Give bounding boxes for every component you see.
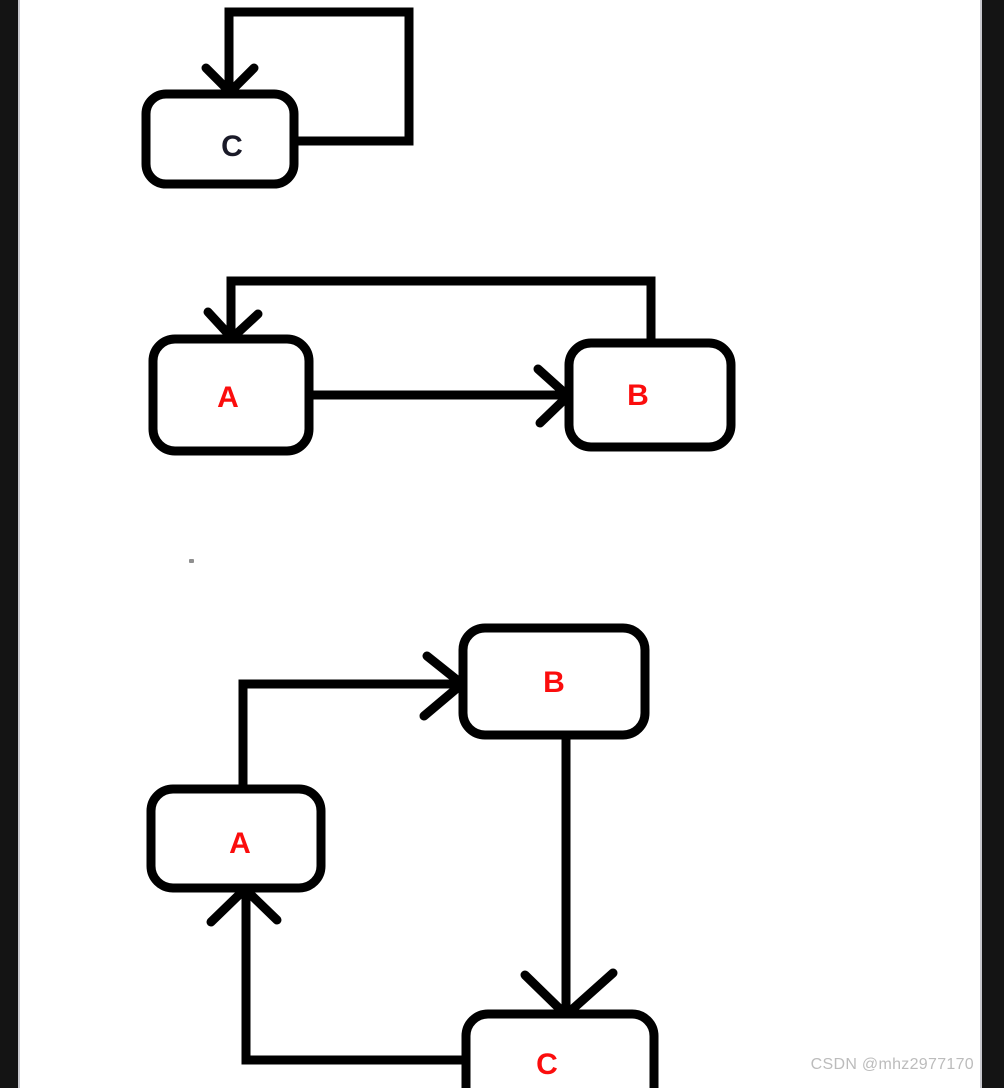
node-B-diagram-2[interactable] [564,338,736,452]
left-border-strip [0,0,18,1088]
stray-speck [189,559,194,563]
diagram-1-group: C [141,7,414,189]
node-C-diagram-3-label: C [536,1048,558,1081]
node-B-diagram-3-label: B [543,666,565,699]
node-A-diagram-3[interactable] [146,784,326,893]
right-border-strip [982,0,1004,1088]
edge-C-to-C-self-loop [224,7,414,146]
node-C-diagram-1-label: C [221,130,243,163]
node-C-diagram-3[interactable] [461,1009,659,1088]
diagram-3-group: B A C [146,623,659,1088]
node-B-diagram-3[interactable] [458,623,650,740]
left-border-hairline [18,0,20,1088]
node-C-diagram-1[interactable] [141,89,299,189]
right-border-hairline [980,0,982,1088]
node-A-diagram-2[interactable] [148,334,314,456]
edge-C-to-A-diagram-3 [241,887,471,1065]
edge-B-to-A [226,276,656,348]
node-B-diagram-2-label: B [627,379,649,412]
node-A-diagram-3-label: A [229,827,251,860]
csdn-watermark: CSDN @mhz2977170 [810,1056,974,1073]
node-A-diagram-2-label: A [217,381,239,414]
diagram-2-group: A B [148,276,736,456]
edge-A-to-B-diagram-3 [238,679,465,794]
